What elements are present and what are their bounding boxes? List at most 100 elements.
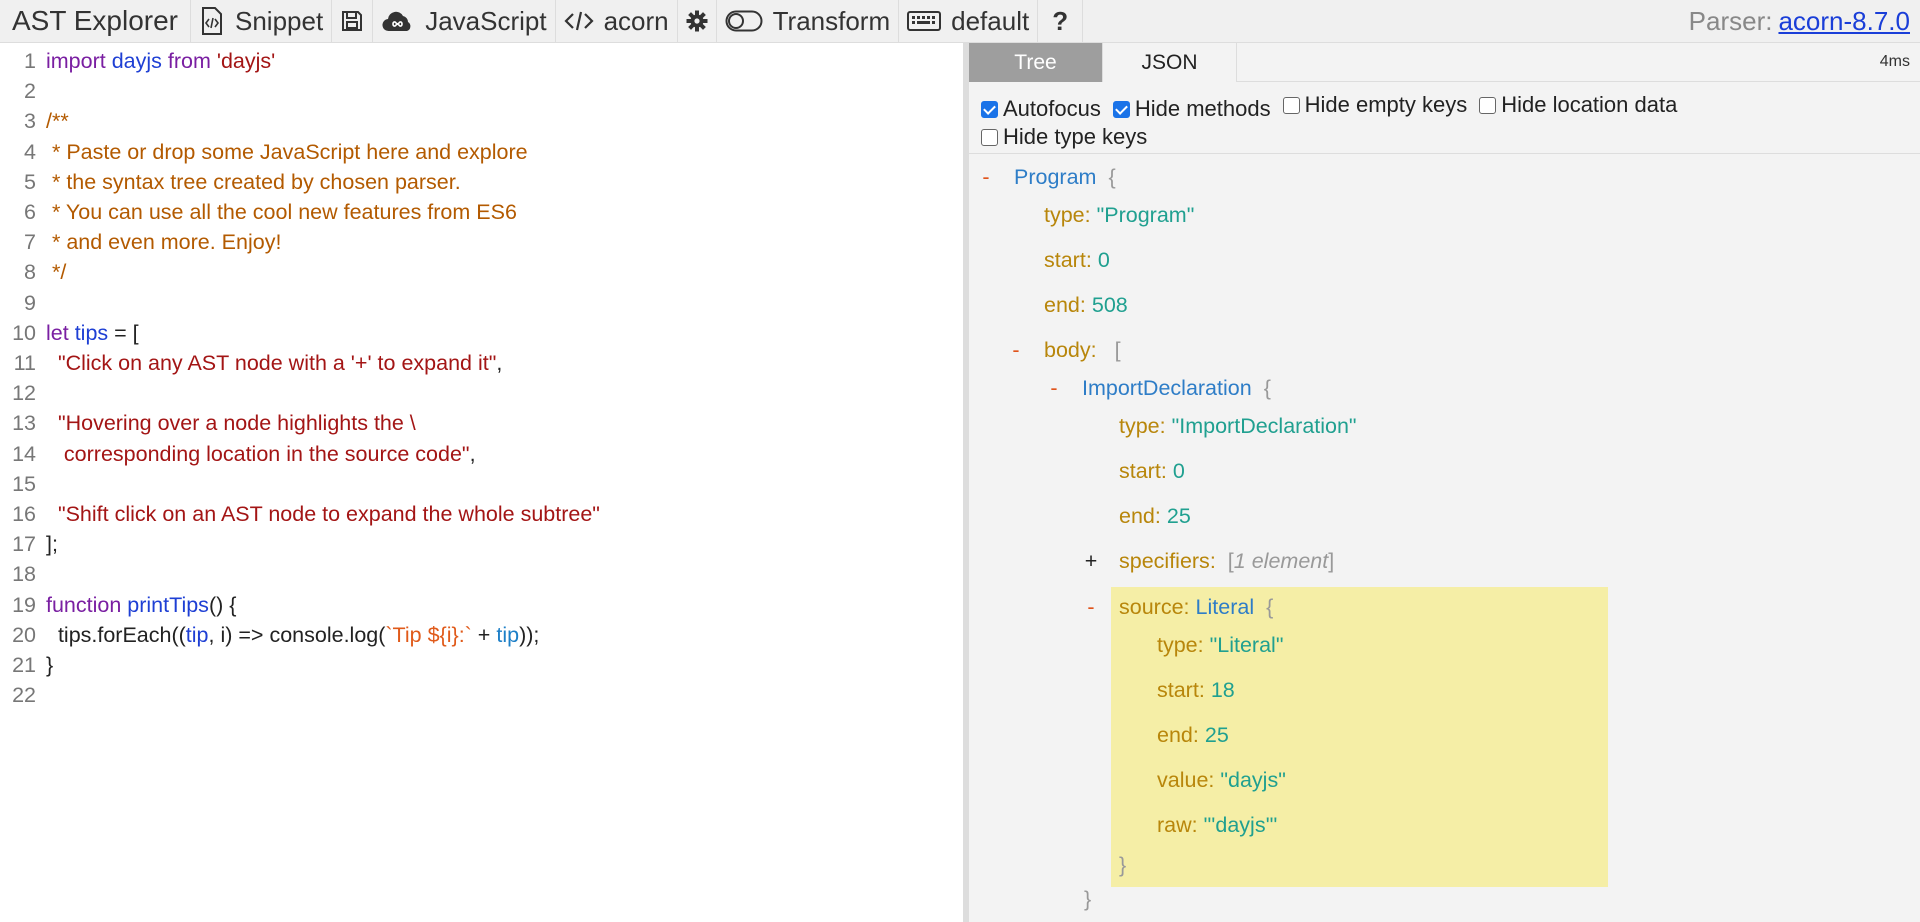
snippet-button[interactable]: Snippet: [191, 0, 333, 42]
prop-key: start: [1157, 678, 1199, 702]
line-number: 6: [24, 200, 36, 224]
code-line[interactable]: 15: [0, 469, 46, 499]
tree-prop[interactable]: start:18: [1157, 678, 1235, 702]
checkbox-hide-location-data[interactable]: [1479, 96, 1497, 114]
checkbox-hide-empty-keys[interactable]: [1282, 96, 1300, 114]
save-button[interactable]: [332, 0, 374, 42]
code-line[interactable]: 4 * Paste or drop some JavaScript here a…: [0, 137, 528, 167]
code-line[interactable]: 17];: [0, 529, 58, 559]
code-line[interactable]: 7 * and even more. Enjoy!: [0, 227, 281, 257]
tree-node-specifiers[interactable]: + specifiers:[1 element]: [1085, 546, 1335, 576]
tree-node-import-declaration[interactable]: - ImportDeclaration{: [1050, 373, 1270, 403]
panel-splitter[interactable]: [963, 43, 969, 922]
code-line[interactable]: 21}: [0, 650, 53, 680]
tree-node-source[interactable]: - source:Literal{: [1087, 592, 1273, 622]
code-line[interactable]: 5 * the syntax tree created by chosen pa…: [0, 167, 461, 197]
prop-key: start: [1119, 459, 1161, 483]
toolbar-spacer: [1083, 0, 1689, 42]
tree-node-program[interactable]: - Program{: [982, 162, 1115, 192]
close-brace: }: [1084, 887, 1092, 911]
tree-prop[interactable]: start:0: [1044, 248, 1110, 272]
help-icon: ?: [1052, 5, 1069, 36]
tree-prop[interactable]: end:508: [1044, 293, 1128, 317]
code-token: +: [471, 622, 497, 647]
help-button[interactable]: ?: [1038, 0, 1084, 42]
line-number: 12: [12, 381, 36, 406]
code-token: "Shift click on an AST node to expand th…: [46, 502, 600, 526]
checkbox-autofocus[interactable]: [981, 100, 998, 118]
tree-prop[interactable]: type:"ImportDeclaration": [1119, 414, 1357, 438]
code-line[interactable]: 13 "Hovering over a node highlights the …: [0, 408, 416, 438]
code-token: ,: [469, 441, 476, 466]
code-token: `Tip ${i}:`: [385, 622, 472, 647]
line-number: 5: [24, 169, 36, 194]
code-token: * the syntax tree created by chosen pars…: [46, 169, 461, 194]
tree-prop[interactable]: raw:"'dayjs'": [1157, 813, 1278, 837]
code-line[interactable]: 11 "Click on any AST node with a '+' to …: [0, 348, 503, 378]
prop-value: 0: [1172, 459, 1185, 483]
tree-prop[interactable]: end:25: [1119, 504, 1191, 528]
prop-key: value: [1157, 768, 1209, 792]
language-selector[interactable]: JavaScript: [373, 0, 556, 42]
tree-prop[interactable]: start:0: [1119, 459, 1185, 483]
checkbox-hide-methods[interactable]: [1112, 100, 1130, 118]
prop-value: 25: [1204, 723, 1229, 747]
collapse-toggle[interactable]: -: [1087, 595, 1095, 619]
code-line[interactable]: 22: [0, 680, 46, 710]
collapse-toggle[interactable]: -: [1050, 376, 1058, 400]
parser-version-link[interactable]: acorn-8.7.0: [1778, 5, 1910, 36]
code-token: printTips: [127, 592, 209, 617]
code-line[interactable]: 2: [0, 76, 46, 106]
code-line[interactable]: 14 corresponding location in the source …: [0, 439, 476, 469]
keymap-selector[interactable]: default: [899, 0, 1039, 42]
option-hide-location-data[interactable]: Hide location data: [1479, 91, 1677, 119]
code-token: tips: [74, 320, 109, 345]
options-divider: [969, 153, 1920, 154]
code-line[interactable]: 18: [0, 559, 46, 589]
code-token: ,: [496, 351, 503, 375]
code-token: * Paste or drop some JavaScript here and…: [46, 139, 528, 164]
code-token: corresponding location in the source cod…: [46, 441, 470, 466]
collapse-toggle[interactable]: -: [982, 165, 990, 189]
parser-selector[interactable]: acorn: [556, 0, 678, 42]
code-line[interactable]: 12: [0, 378, 46, 408]
prop-key: type: [1119, 414, 1160, 438]
option-hide-type-keys[interactable]: Hide type keys: [981, 123, 1147, 151]
code-line[interactable]: 8 */: [0, 257, 66, 287]
checkbox-hide-type-keys[interactable]: [981, 128, 998, 146]
line-number: 18: [12, 562, 36, 587]
tree-prop[interactable]: type:"Program": [1044, 203, 1195, 227]
prop-value: 18: [1210, 678, 1235, 702]
tree-prop[interactable]: type:"Literal": [1157, 633, 1284, 657]
prop-key: specifiers: [1119, 549, 1210, 573]
code-line[interactable]: 3/**: [0, 106, 69, 136]
tree-node-body[interactable]: - body:[: [1012, 335, 1120, 365]
option-autofocus[interactable]: Autofocus: [981, 95, 1101, 123]
close-bracket: ]: [1328, 549, 1335, 573]
tab-json[interactable]: JSON: [1103, 43, 1237, 82]
prop-key: start: [1044, 248, 1086, 272]
option-hide-methods[interactable]: Hide methods: [1112, 95, 1271, 123]
prop-key: end: [1119, 504, 1155, 528]
code-line[interactable]: 9: [0, 288, 46, 318]
tab-tree[interactable]: Tree: [969, 43, 1103, 82]
option-hide-empty-keys[interactable]: Hide empty keys: [1282, 91, 1467, 119]
parser-settings-button[interactable]: [678, 0, 717, 42]
code-line[interactable]: 16 "Shift click on an AST node to expand…: [0, 499, 600, 529]
expand-toggle[interactable]: +: [1084, 549, 1098, 573]
collapse-toggle[interactable]: -: [1012, 338, 1020, 362]
code-line[interactable]: 20 tips.forEach((tip, i) => console.log(…: [0, 620, 539, 650]
tree-prop[interactable]: value:"dayjs": [1157, 768, 1286, 792]
code-line[interactable]: 6 * You can use all the cool new feature…: [0, 197, 517, 227]
transform-label: Transform: [772, 5, 891, 36]
code-token: 'dayjs': [216, 49, 276, 73]
tree-prop[interactable]: end:25: [1157, 723, 1229, 747]
line-number: 2: [24, 79, 36, 104]
line-number: 11: [13, 351, 36, 375]
transform-toggle[interactable]: Transform: [717, 0, 900, 42]
